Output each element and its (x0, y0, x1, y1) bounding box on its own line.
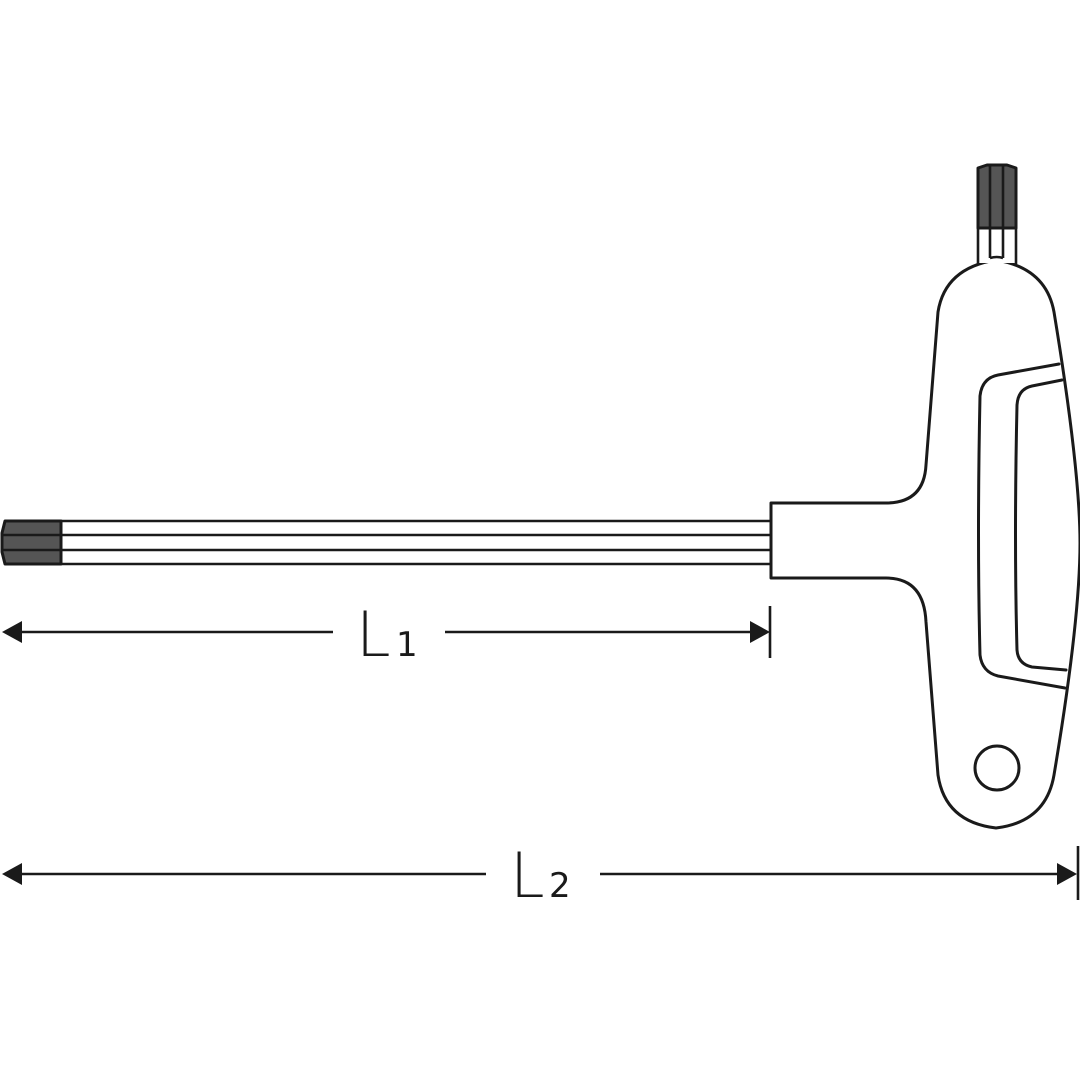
main-blade (60, 519, 771, 566)
arrow-left-icon (2, 621, 22, 643)
arrow-right-icon (750, 621, 770, 643)
dimension-l1: L 1 (2, 598, 772, 671)
dimension-l1-label: L (356, 598, 391, 671)
dimension-l2: L 2 (2, 839, 1080, 912)
dimension-l2-label: L (510, 839, 545, 912)
handle (769, 258, 1080, 830)
hanging-hole (973, 744, 1021, 792)
arrow-right-icon (1057, 863, 1077, 885)
hex-tip-main (0, 519, 63, 566)
secondary-blade (976, 225, 1018, 264)
dimension-l2-subscript: 2 (549, 866, 571, 906)
hex-tip-secondary (976, 163, 1018, 230)
arrow-left-icon (2, 863, 22, 885)
dimension-l1-subscript: 1 (396, 625, 418, 665)
